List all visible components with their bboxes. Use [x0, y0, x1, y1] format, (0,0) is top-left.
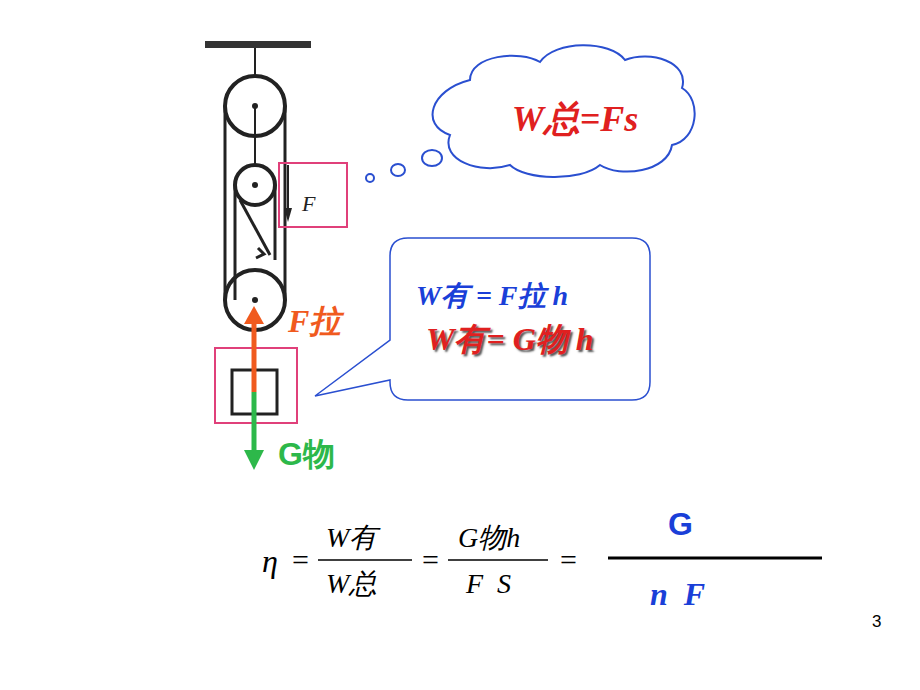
bubble-text-area: W有 = F拉 h W有= G物 h [392, 240, 648, 398]
fraction-numerator: W有 [326, 524, 377, 552]
weight-label: G物 [278, 438, 335, 470]
equals-sign: = [422, 545, 439, 575]
force-highlight-box: F [278, 162, 348, 228]
equals-sign: = [292, 545, 309, 575]
speech-bubble [315, 238, 650, 400]
cloud-text-area: W总=Fs [465, 80, 685, 160]
node-text: W有 = F拉 h [416, 281, 638, 312]
node-text: W有= G物 h [416, 322, 638, 357]
small-pulley [235, 165, 275, 205]
node-text: F [302, 192, 346, 216]
rope [225, 106, 285, 300]
fraction-numerator: G [668, 508, 693, 540]
fraction-denominator: W总 [326, 570, 377, 598]
force-label: F拉 [288, 305, 341, 337]
node-text: W总=Fs [512, 100, 639, 140]
efficiency-symbol: η [262, 545, 278, 577]
fraction-numerator: G物h [458, 524, 520, 552]
fraction-denominator: F S [466, 570, 511, 598]
thought-cloud [433, 45, 695, 177]
page-number: 3 [872, 613, 881, 630]
equals-sign: = [560, 545, 577, 575]
ceiling [205, 41, 311, 48]
fraction-denominator: n F [650, 578, 705, 610]
